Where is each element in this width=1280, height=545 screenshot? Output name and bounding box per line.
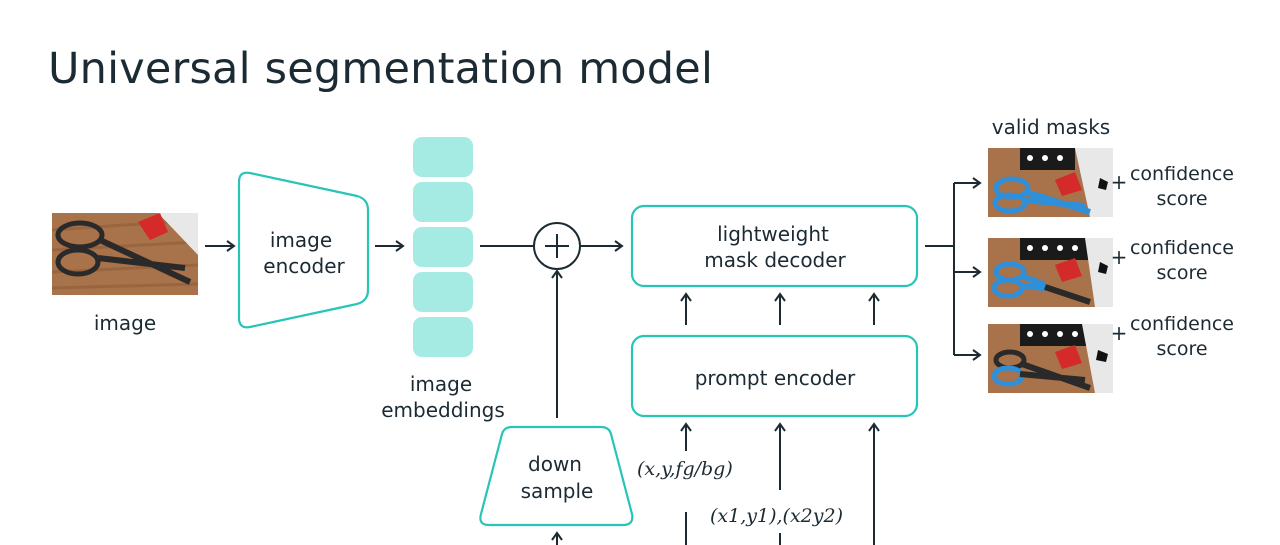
confidence-label-3-line2: score xyxy=(1156,338,1207,360)
down-sample-label-2: sample xyxy=(521,479,594,503)
box-prompt-label: (x1,y1),(x2y2) xyxy=(710,505,843,527)
image-encoder-label-1: image xyxy=(270,228,332,252)
mask-decoder-label-1: lightweight xyxy=(717,222,829,246)
plus-sign-3: + xyxy=(1111,321,1128,345)
prompt-encoder-label: prompt encoder xyxy=(695,366,856,390)
mask-image-3 xyxy=(988,324,1113,393)
circle-plus-icon xyxy=(533,222,581,270)
image-encoder-block xyxy=(237,171,370,329)
embeddings-label-1: image xyxy=(410,372,472,396)
down-sample-label-1: down xyxy=(528,452,582,476)
mask-image-1 xyxy=(988,148,1113,217)
valid-masks-label: valid masks xyxy=(992,115,1110,139)
image-encoder-label-2: encoder xyxy=(263,254,345,278)
plus-sign-1: + xyxy=(1111,170,1128,194)
input-image xyxy=(52,213,198,295)
mask-decoder-label-2: mask decoder xyxy=(704,248,846,272)
mask-image-2 xyxy=(988,238,1113,307)
confidence-label-2-line1: confidence xyxy=(1130,237,1234,259)
point-prompt-label: (x,y,fg/bg) xyxy=(637,458,733,480)
image-embeddings-stack xyxy=(413,137,473,357)
page-title: Universal segmentation model xyxy=(48,44,714,94)
prompt-encoder-block xyxy=(630,334,919,418)
mask-decoder-block xyxy=(630,204,919,288)
confidence-label-2-line2: score xyxy=(1156,262,1207,284)
embeddings-label-2: embeddings xyxy=(381,398,505,422)
confidence-label-3-line1: confidence xyxy=(1130,313,1234,335)
down-sample-block xyxy=(479,425,634,527)
plus-sign-2: + xyxy=(1111,245,1128,269)
confidence-label-1-line2: score xyxy=(1156,188,1207,210)
input-image-label: image xyxy=(94,311,156,335)
confidence-label-1-line1: confidence xyxy=(1130,163,1234,185)
